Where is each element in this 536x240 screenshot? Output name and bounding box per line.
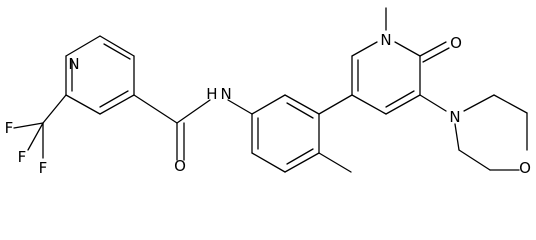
structural-formula: N F F F O H N N O N O (5, 7, 531, 177)
bond (318, 152, 352, 173)
pyridone-oxygen-label: O (450, 34, 462, 52)
bond (176, 99, 211, 124)
bond (318, 94, 353, 115)
bond (133, 94, 178, 124)
bond (351, 94, 387, 115)
bond (251, 94, 286, 115)
bond (99, 35, 135, 57)
bond (493, 94, 528, 114)
bond (463, 94, 495, 112)
bond (419, 41, 447, 57)
morpholine-oxygen-label: O (519, 159, 531, 177)
bond (385, 94, 421, 115)
bond (458, 149, 491, 171)
bond (65, 94, 101, 115)
bond (99, 90, 129, 108)
bond (13, 122, 44, 129)
bond (65, 35, 101, 57)
pyridone-nitrogen-label: N (380, 31, 391, 49)
pyridine-nitrogen-label: N (68, 55, 79, 73)
bond (42, 94, 67, 124)
bond (103, 43, 131, 60)
bond (286, 148, 314, 165)
fluorine-label-1: F (5, 119, 14, 137)
bond (99, 94, 135, 115)
bond (284, 152, 320, 173)
bond (394, 41, 421, 57)
molecule-canvas: N F F F O H N N O N O (5, 7, 531, 177)
bond (284, 94, 320, 115)
bond (27, 122, 44, 151)
bond (419, 94, 447, 112)
fluorine-label-2: F (18, 148, 27, 166)
morpholine-nitrogen-label: N (449, 108, 460, 126)
bond (351, 41, 378, 57)
bonds (13, 7, 528, 173)
bond (422, 47, 450, 63)
amide-oxygen-label: O (174, 157, 186, 175)
fluorine-label-3: F (39, 159, 48, 177)
bond (286, 102, 314, 119)
bond (385, 90, 415, 108)
bond (454, 123, 460, 151)
amide-nh-label: H N (206, 85, 232, 103)
bond (251, 152, 286, 173)
atom-labels: N F F F O H N N O N O (5, 31, 531, 177)
bond (227, 99, 253, 115)
